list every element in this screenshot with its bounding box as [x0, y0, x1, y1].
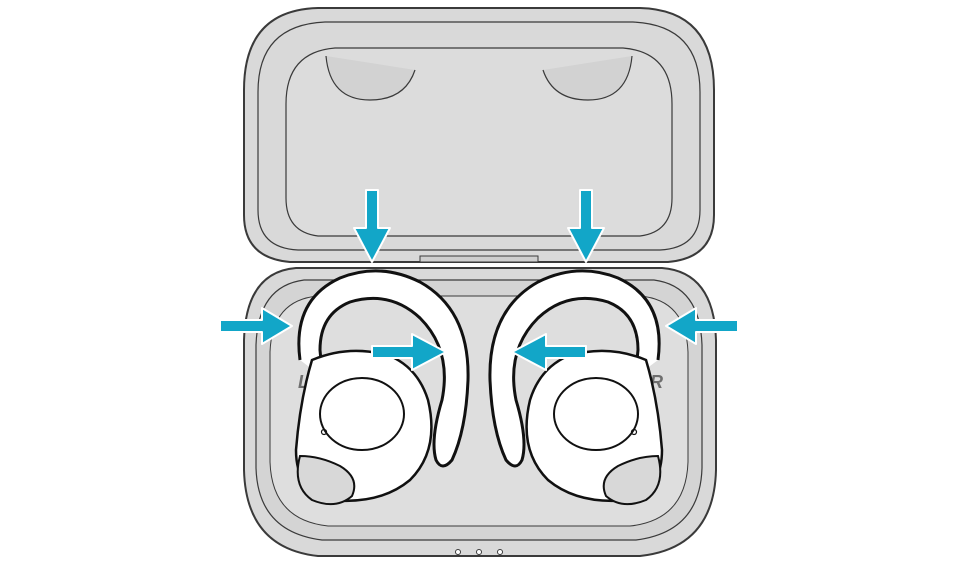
left-ear-hook — [297, 269, 470, 468]
down-arrow-left — [353, 189, 391, 263]
down-arrow-right — [567, 189, 605, 263]
left-side-label: L — [298, 372, 309, 392]
right-arrow-left-outer — [219, 307, 293, 345]
right-arrow-left-inner — [371, 333, 447, 371]
case-lid — [243, 7, 715, 263]
left-ear-tip — [296, 454, 356, 506]
left-arrow-right-outer — [665, 307, 739, 345]
right-ear-tip — [602, 454, 662, 506]
right-ear-hook — [488, 269, 661, 468]
right-earbud — [488, 269, 664, 506]
left-arrow-right-inner — [511, 333, 587, 371]
arrows — [219, 189, 739, 371]
indicator-lights — [455, 549, 503, 555]
